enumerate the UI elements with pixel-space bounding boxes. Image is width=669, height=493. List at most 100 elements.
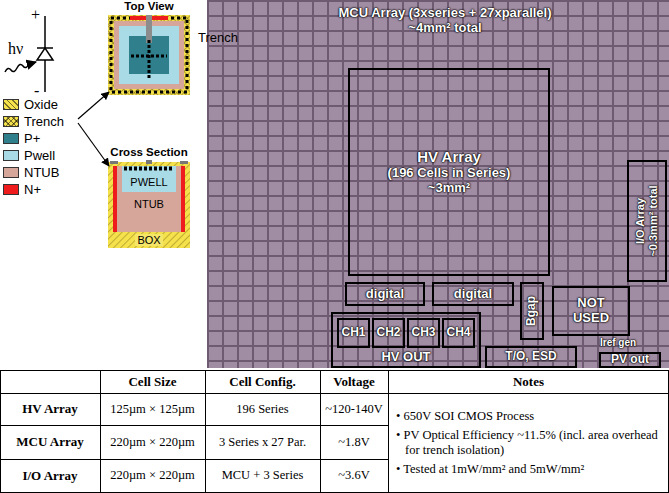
ntub-region: NTUB [120,194,178,214]
note-text: • PV Optical Efficiency ~11.5% (incl. ar… [396,428,659,458]
table-cell: Voltage [321,371,387,392]
node-title: PV out [611,353,649,367]
node-title: HV OUT [381,350,430,365]
photon-label: hν [8,40,23,58]
legend-swatch [3,133,19,144]
node-body: (196 Cells in Series) ~3mm² [369,166,529,196]
table-header: Notes [513,374,544,390]
node-title: digital [366,287,404,302]
node-title: CH1 [341,326,365,340]
legend-swatch [3,99,19,110]
table-cell: ~1.8V [321,426,387,458]
table-cell: MCU Array [1,426,99,458]
table-value: 3 Series x 27 Par. [219,435,306,450]
block-label: Iref gen [600,337,636,348]
node-title: NTUB [134,198,164,210]
channel-block: CH2 [372,318,405,348]
legend-text: Oxide [24,96,58,113]
table-cell: MCU + 3 Series [206,460,319,491]
note-text: • 650V SOI CMOS Process [396,409,659,424]
node-title: Top View [124,0,173,12]
table-cell: 220µm × 220µm [101,426,204,458]
top-view: Top View [104,0,194,96]
legend-text: Pwell [24,147,55,164]
table-cell: 220µm × 220µm [101,460,204,491]
table-cell: Cell Size [101,371,204,392]
table-cell: 125µm × 125µm [101,394,204,424]
node-title: MCU Array (3xseries + 27xparallel) ~4mm²… [325,6,565,36]
table-value: HV Array [22,401,78,417]
legend-text: P+ [24,130,40,147]
node-title: T/O, ESD [505,350,556,364]
digital-block: digital [345,282,425,306]
node-title: Bgap [525,286,539,336]
channel-block: CH1 [337,318,370,348]
node-title: NOT USED [560,296,622,326]
digital-block: digital [432,282,514,306]
table-header: Cell Config. [229,374,295,390]
terminal-label: + [31,6,40,24]
pv-out-block: PV out [599,352,661,368]
legend-item: Trench [3,113,98,130]
node-title: PWELL [130,176,167,188]
table-cell: ~3.6V [321,460,387,491]
node-title: HV Array [417,148,481,165]
node-title: I/O Array ~0.3mm² total [634,181,660,261]
table-value: 220µm × 220µm [110,435,195,450]
table-header: Voltage [333,374,374,390]
table-cell: 3 Series x 27 Par. [206,426,319,458]
esd-block: T/O, ESD [485,346,577,368]
unused-block: NOT USED [552,286,630,336]
io-array-block: I/O Array ~0.3mm² total [627,160,667,282]
pwell-region: PWELL [122,171,176,192]
top-view-figure [108,15,190,95]
legend-swatch [3,184,19,195]
legend-item: N+ [3,181,98,198]
note-text: • Tested at 1mW/mm² and 5mW/mm² [396,462,659,477]
table-cell: 196 Series [206,394,319,424]
legend-item: Pwell [3,147,98,164]
table-cell: HV Array [1,394,99,424]
table-header: Cell Size [128,374,176,390]
channel-block: CH3 [407,318,440,348]
legend-item: P+ [3,130,98,147]
table-cell: Cell Config. [206,371,319,392]
table-cell: I/O Array [1,460,99,491]
table-value: I/O Array [22,468,77,484]
hv-out-block: HV OUT CH1 CH2 CH3 CH4 [331,312,481,368]
callout-label: Trench [198,30,238,45]
bandgap-block: Bgap [520,282,544,340]
box-layer: BOX [108,232,190,248]
table-cell: ~120-140V [321,394,387,424]
table-value: ~120-140V [325,402,382,417]
die-photo: MCU Array (3xseries + 27xparallel) ~4mm²… [207,0,669,368]
node-title: BOX [135,234,162,246]
legend-item: NTUB [3,164,98,181]
channel-block: CH4 [442,318,475,348]
legend-swatch [3,167,19,178]
legend-item: Oxide [3,96,98,113]
legend-swatch [3,116,19,127]
node-title: CH3 [411,326,435,340]
cross-section-figure [108,160,190,248]
table-cell: Notes [389,371,668,392]
table-value: ~3.6V [338,468,369,483]
notes-cell: • 650V SOI CMOS Process • PV Optical Effi… [390,395,665,491]
table-value: MCU + 3 Series [222,468,304,483]
table-grid [0,370,669,493]
node-title: Cross Section [110,146,187,158]
table-value: MCU Array [16,434,84,450]
node-title: CH2 [376,326,400,340]
table-value: ~1.8V [338,435,369,450]
table-value: 220µm × 220µm [110,468,195,483]
legend-text: N+ [24,181,41,198]
hv-array-block: HV Array(196 Cells in Series) ~3mm² [348,68,550,276]
legend-text: Trench [24,113,64,130]
node-title: CH4 [446,326,470,340]
legend-text: NTUB [24,164,59,181]
legend-swatch [3,150,19,161]
photodiode-symbol [5,16,53,92]
cross-section: Cross SectionPWELL NTUB BOX [104,146,194,248]
node-title: digital [454,287,492,302]
